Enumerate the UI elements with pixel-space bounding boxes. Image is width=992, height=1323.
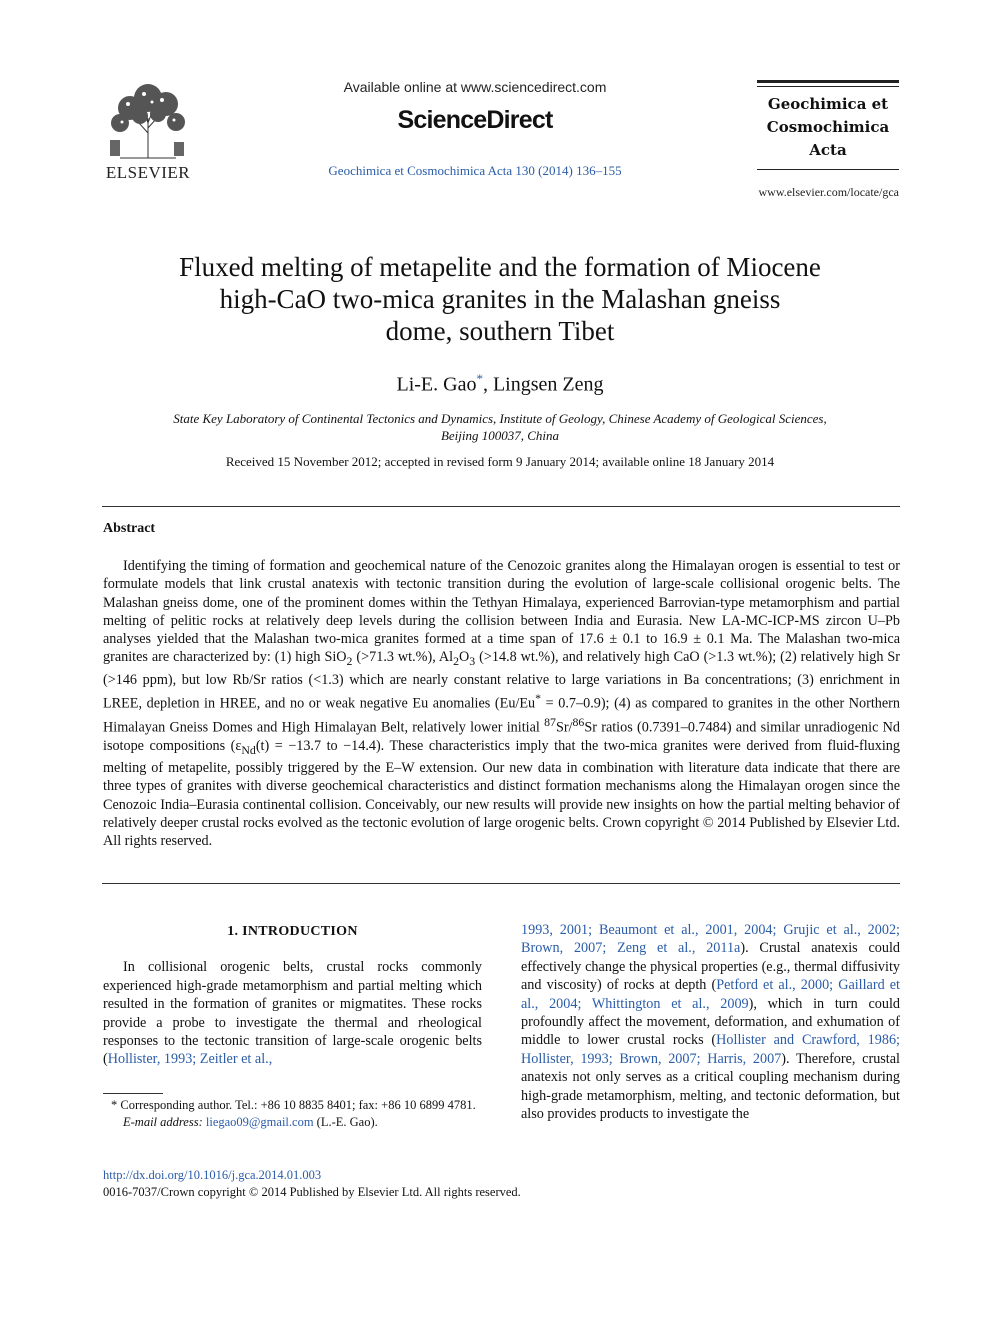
journal-url[interactable]: www.elsevier.com/locate/gca [758, 185, 900, 199]
elsevier-logo: ELSEVIER [100, 78, 196, 182]
intro-paragraph-continued: 1993, 2001; Beaumont et al., 2001, 2004;… [521, 922, 900, 1123]
corresponding-author-note: * Corresponding author. Tel.: +86 10 883… [111, 1098, 476, 1112]
journal-title: Geochimica et Cosmochimica Acta [766, 95, 890, 159]
publisher-wordmark: ELSEVIER [105, 163, 191, 182]
citation-link[interactable]: Hollister and Crawford, 1986; Hollister,… [521, 1032, 900, 1067]
author-name: Lingsen Zeng [492, 373, 604, 396]
footnote-divider [103, 1093, 163, 1094]
journal-citation-link[interactable]: Geochimica et Cosmochimica Acta 130 (201… [328, 163, 622, 178]
citation-link[interactable]: 1993, 2001; Beaumont et al., 2001, 2004;… [521, 922, 900, 957]
article-history: Received 15 November 2012; accepted in r… [225, 454, 775, 469]
intro-paragraph: In collisional orogenic belts, crustal r… [103, 959, 482, 1068]
citation-link[interactable]: Petford et al., 2000; Gaillard et al., 2… [521, 977, 900, 1012]
divider [102, 883, 900, 884]
corresponding-author-mark[interactable]: * [476, 371, 483, 386]
right-column: 1993, 2001; Beaumont et al., 2001, 2004;… [521, 921, 900, 1123]
abstract-heading: Abstract [103, 521, 156, 536]
email-link[interactable]: liegao09@gmail.com [205, 1114, 314, 1129]
available-online-text: Available online at www.sciencedirect.co… [343, 79, 607, 95]
left-column: 1. INTRODUCTION In collisional orogenic … [103, 921, 482, 1069]
abstract-body: Identifying the timing of formation and … [103, 558, 900, 850]
citation-link[interactable]: Hollister, 1993; Zeitler et al., [107, 1051, 273, 1068]
copyright-line: 0016-7037/Crown copyright © 2014 Publish… [103, 1185, 521, 1199]
divider [102, 506, 900, 507]
footnote: * Corresponding author. Tel.: +86 10 883… [103, 1097, 482, 1130]
section-heading: 1. INTRODUCTION [227, 924, 358, 939]
article-title: Fluxed melting of metapelite and the for… [179, 252, 821, 346]
page-footer: http://dx.doi.org/10.1016/j.gca.2014.01.… [103, 1167, 703, 1201]
elsevier-tree-icon [100, 78, 196, 162]
doi-link[interactable]: http://dx.doi.org/10.1016/j.gca.2014.01.… [103, 1168, 322, 1182]
author-name: Li-E. Gao [396, 373, 477, 396]
journal-title-box: Geochimica et Cosmochimica Acta [757, 80, 899, 170]
sciencedirect-logo[interactable]: ScienceDirect [397, 106, 554, 134]
author-list: Li-E. Gao*, Lingsen Zeng [396, 371, 604, 396]
affiliation: State Key Laboratory of Continental Tect… [173, 411, 827, 443]
